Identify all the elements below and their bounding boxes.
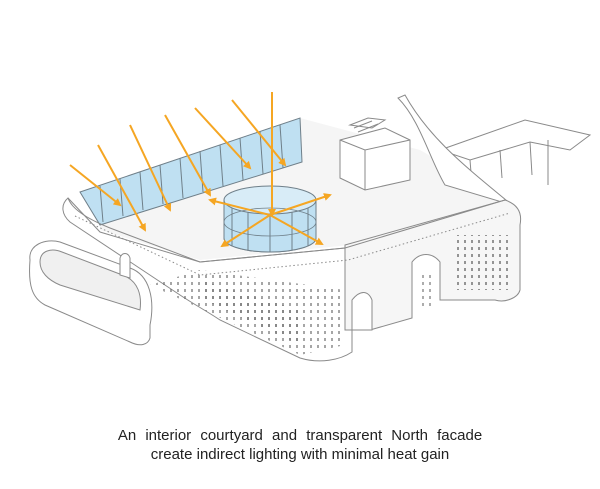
left-annex: [29, 240, 153, 346]
south-wall-dotted-line: [74, 212, 511, 276]
sun-ray-arrow: [97, 144, 146, 232]
east-wall-perforation-2: [418, 272, 436, 310]
stair-volume: [339, 117, 411, 191]
south-wall-top-edge: [67, 197, 506, 263]
south-wall-perforation-2: [200, 280, 300, 345]
sun-ray-arrow: [269, 214, 324, 245]
sun-ray-arrow: [220, 214, 271, 248]
right-canopy: [438, 119, 592, 186]
caption-line-2: create indirect lighting with minimal he…: [150, 446, 450, 463]
sun-ray-arrow: [129, 124, 172, 212]
sun-rays: [69, 92, 332, 248]
sun-ray-arrow: [269, 193, 332, 216]
sun-ray-arrow: [208, 197, 271, 216]
sun-ray-arrow: [69, 164, 122, 207]
caption: An interior courtyard and transparent No…: [0, 426, 600, 464]
caption-line-1: An interior courtyard and transparent No…: [117, 427, 483, 444]
sun-ray-arrow: [194, 107, 252, 170]
east-wall: [344, 199, 522, 331]
east-wall-perforation: [455, 235, 510, 290]
sun-ray-arrow: [231, 99, 287, 167]
sun-ray-arrow: [164, 114, 211, 197]
cylinder-courtyard: [223, 185, 317, 253]
